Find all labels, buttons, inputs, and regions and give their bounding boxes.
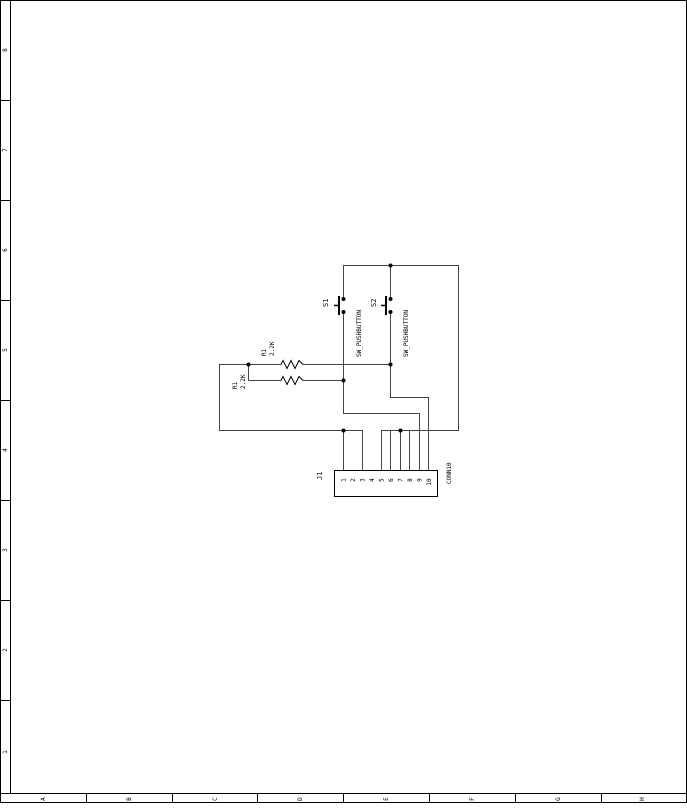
connector-pin-label: 6: [388, 478, 395, 482]
resistor-value: 2.2K: [240, 374, 247, 389]
switch-ref: S2: [370, 299, 378, 307]
wire-pin2: [343, 430, 363, 470]
switch-contact: [388, 310, 393, 314]
switch-ref: S1: [322, 299, 330, 307]
pushbutton-s2[interactable]: S2 SW_PUSHBUTTON: [370, 292, 410, 357]
connector-pin-label: 9: [417, 478, 424, 482]
junction-dot: [341, 428, 346, 433]
connector-pin-label: 1: [341, 478, 348, 482]
resistor-value: 2.2K: [269, 341, 276, 356]
junctions: [246, 263, 403, 433]
row-label-3: 3: [2, 548, 9, 552]
row-label-4: 4: [2, 448, 9, 452]
junction-dot: [398, 428, 403, 433]
resistor-r1-upper[interactable]: R1 2.2K: [261, 341, 304, 370]
connector-pin-label: 4: [369, 478, 376, 482]
resistor-r1-lower[interactable]: R1 2.2K: [232, 374, 304, 389]
connector-ref: J1: [316, 472, 324, 480]
switch-contact: [341, 310, 346, 314]
resistor-ref: R1: [261, 348, 268, 356]
switch-contact: [388, 297, 393, 301]
row-label-1: 1: [2, 750, 9, 754]
column-label-h: H: [639, 797, 646, 801]
row-ticks: [0, 100, 10, 701]
wire-left-loop: [219, 364, 344, 431]
resistor-zigzag: [280, 375, 304, 386]
connector-pin-label: 2: [350, 478, 357, 482]
row-label-7: 7: [2, 148, 9, 152]
wires: [219, 265, 459, 470]
row-label-2: 2: [2, 648, 9, 652]
switch-value: SW_PUSHBUTTON: [356, 310, 363, 357]
wire-s2-bottom: [390, 318, 429, 470]
column-label-f: F: [469, 797, 476, 801]
row-label-6: 6: [2, 248, 9, 252]
wire-top-bus: [343, 265, 459, 470]
junction-dot: [341, 378, 346, 383]
connector-value: CONN10: [446, 462, 453, 484]
connector-pin-label: 10: [426, 478, 433, 486]
row-label-5: 5: [2, 348, 9, 352]
switch-contact: [341, 297, 346, 301]
column-ticks: [86, 793, 602, 803]
column-label-d: D: [297, 797, 304, 801]
pushbutton-s1[interactable]: S1 SW_PUSHBUTTON: [322, 292, 363, 357]
wire-pin6-7: [390, 430, 401, 470]
junction-dot: [388, 362, 393, 367]
resistor-ref: R1: [232, 381, 239, 389]
column-label-c: C: [212, 797, 219, 801]
column-label-a: A: [40, 797, 47, 801]
wire-s1-bottom: [343, 318, 420, 470]
connector-pin-label: 7: [398, 478, 405, 482]
column-label-b: B: [126, 797, 133, 801]
junction-dot: [388, 263, 393, 268]
connector-pin-label: 8: [407, 478, 414, 482]
row-label-8: 8: [2, 48, 9, 52]
junction-dot: [246, 362, 251, 367]
column-label-e: E: [383, 797, 390, 801]
connector-pin-label: 5: [379, 478, 386, 482]
column-label-g: G: [555, 797, 562, 801]
resistor-zigzag: [280, 359, 304, 370]
connector-pin-label: 3: [360, 478, 367, 482]
connector-body: [334, 470, 438, 497]
switch-value: SW_PUSHBUTTON: [403, 310, 410, 357]
connector-j1[interactable]: J1 CONN10 1 2 3 4 5 6 7 8 9 10: [316, 462, 453, 497]
